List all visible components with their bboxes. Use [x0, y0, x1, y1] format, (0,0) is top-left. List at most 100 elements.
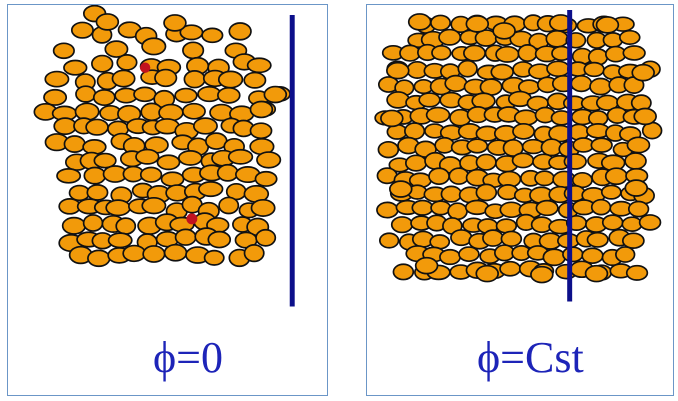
particle-217: [587, 233, 607, 247]
particle-190: [392, 217, 413, 233]
particle-121: [467, 139, 487, 153]
particle-248: [466, 16, 488, 32]
particle-89: [257, 152, 280, 168]
left-label: ϕ=0: [153, 336, 223, 380]
particle-252: [387, 63, 409, 79]
particle-202: [603, 215, 623, 230]
red-defect-1: [140, 63, 150, 73]
right-panel: ϕ=Cst: [366, 4, 674, 396]
particle-45: [458, 61, 477, 77]
particle-239: [500, 262, 520, 276]
particle-33: [244, 73, 265, 88]
particle-29: [432, 46, 451, 60]
particle-223: [459, 247, 479, 261]
particle-251: [597, 17, 619, 33]
right-label: ϕ=Cst: [477, 336, 584, 380]
particle-27: [112, 70, 134, 86]
particle-116: [142, 198, 165, 214]
particle-33: [496, 47, 519, 62]
particle-136: [476, 154, 495, 170]
particle-42: [218, 88, 240, 103]
particle-100: [255, 172, 276, 186]
particle-184: [536, 201, 557, 216]
particle-108: [199, 182, 223, 196]
particle-122: [251, 200, 274, 216]
particle-228: [543, 249, 565, 265]
particle-175: [377, 202, 398, 217]
particle-38: [134, 87, 156, 101]
particle-148: [429, 168, 449, 184]
particle-258: [416, 258, 438, 274]
particle-179: [448, 203, 467, 219]
particle-254: [381, 110, 403, 126]
particle-154: [245, 245, 264, 262]
particle-91: [84, 167, 105, 183]
particle-34: [44, 90, 66, 105]
particle-108: [513, 124, 534, 139]
particle-253: [632, 65, 654, 81]
particle-60: [445, 76, 466, 92]
particle-67: [571, 76, 591, 92]
particle-95: [162, 172, 184, 186]
particle-138: [513, 153, 534, 167]
particle-102: [87, 185, 107, 200]
particle-149: [449, 168, 468, 184]
particle-148: [123, 246, 145, 262]
particle-8: [202, 28, 222, 42]
particle-40: [623, 46, 645, 60]
particle-17: [117, 55, 136, 70]
particle-172: [602, 185, 621, 199]
particle-85: [179, 151, 202, 165]
particle-24: [45, 72, 68, 87]
particle-13: [183, 42, 203, 58]
particle-225: [495, 245, 514, 261]
particle-232: [616, 247, 635, 262]
particle-102: [405, 123, 424, 139]
particle-29: [155, 70, 176, 87]
particle-144: [256, 230, 275, 246]
particle-50: [547, 61, 569, 76]
particle-259: [476, 266, 498, 282]
particle-52: [584, 63, 604, 77]
particle-2: [72, 22, 93, 38]
red-defect-2: [186, 213, 197, 224]
particle-189: [629, 201, 649, 216]
particle-51: [159, 105, 183, 121]
particle-23: [248, 58, 271, 72]
particle-229: [563, 247, 583, 261]
left-panel: ϕ=0: [7, 4, 328, 396]
particle-157: [264, 87, 286, 103]
particle-205: [380, 233, 399, 248]
particle-2: [431, 15, 450, 30]
particle-40: [175, 89, 197, 103]
particle-137: [109, 233, 132, 247]
particle-116: [378, 142, 398, 158]
particle-128: [591, 138, 612, 152]
particle-165: [476, 184, 496, 200]
particle-88: [229, 150, 253, 164]
particle-114: [106, 200, 130, 215]
particle-187: [592, 200, 611, 215]
particle-126: [116, 218, 135, 234]
particle-120: [219, 197, 238, 213]
particle-149: [143, 246, 164, 262]
particle-90: [57, 169, 80, 183]
particle-47: [75, 103, 98, 120]
particle-15: [64, 61, 87, 75]
particle-124: [84, 215, 103, 231]
particle-24: [603, 33, 622, 47]
particle-203: [622, 217, 641, 231]
particle-246: [627, 266, 648, 280]
particle-255: [634, 108, 656, 124]
particle-256: [390, 181, 412, 197]
particle-52: [183, 104, 205, 119]
particle-89: [427, 107, 450, 122]
particle-257: [625, 180, 647, 196]
particle-64: [194, 118, 217, 134]
particle-155: [96, 14, 118, 30]
particle-247: [409, 14, 431, 30]
particle-83: [136, 150, 159, 164]
particle-94: [515, 110, 538, 125]
particle-222: [440, 250, 460, 265]
particle-69: [64, 136, 84, 152]
